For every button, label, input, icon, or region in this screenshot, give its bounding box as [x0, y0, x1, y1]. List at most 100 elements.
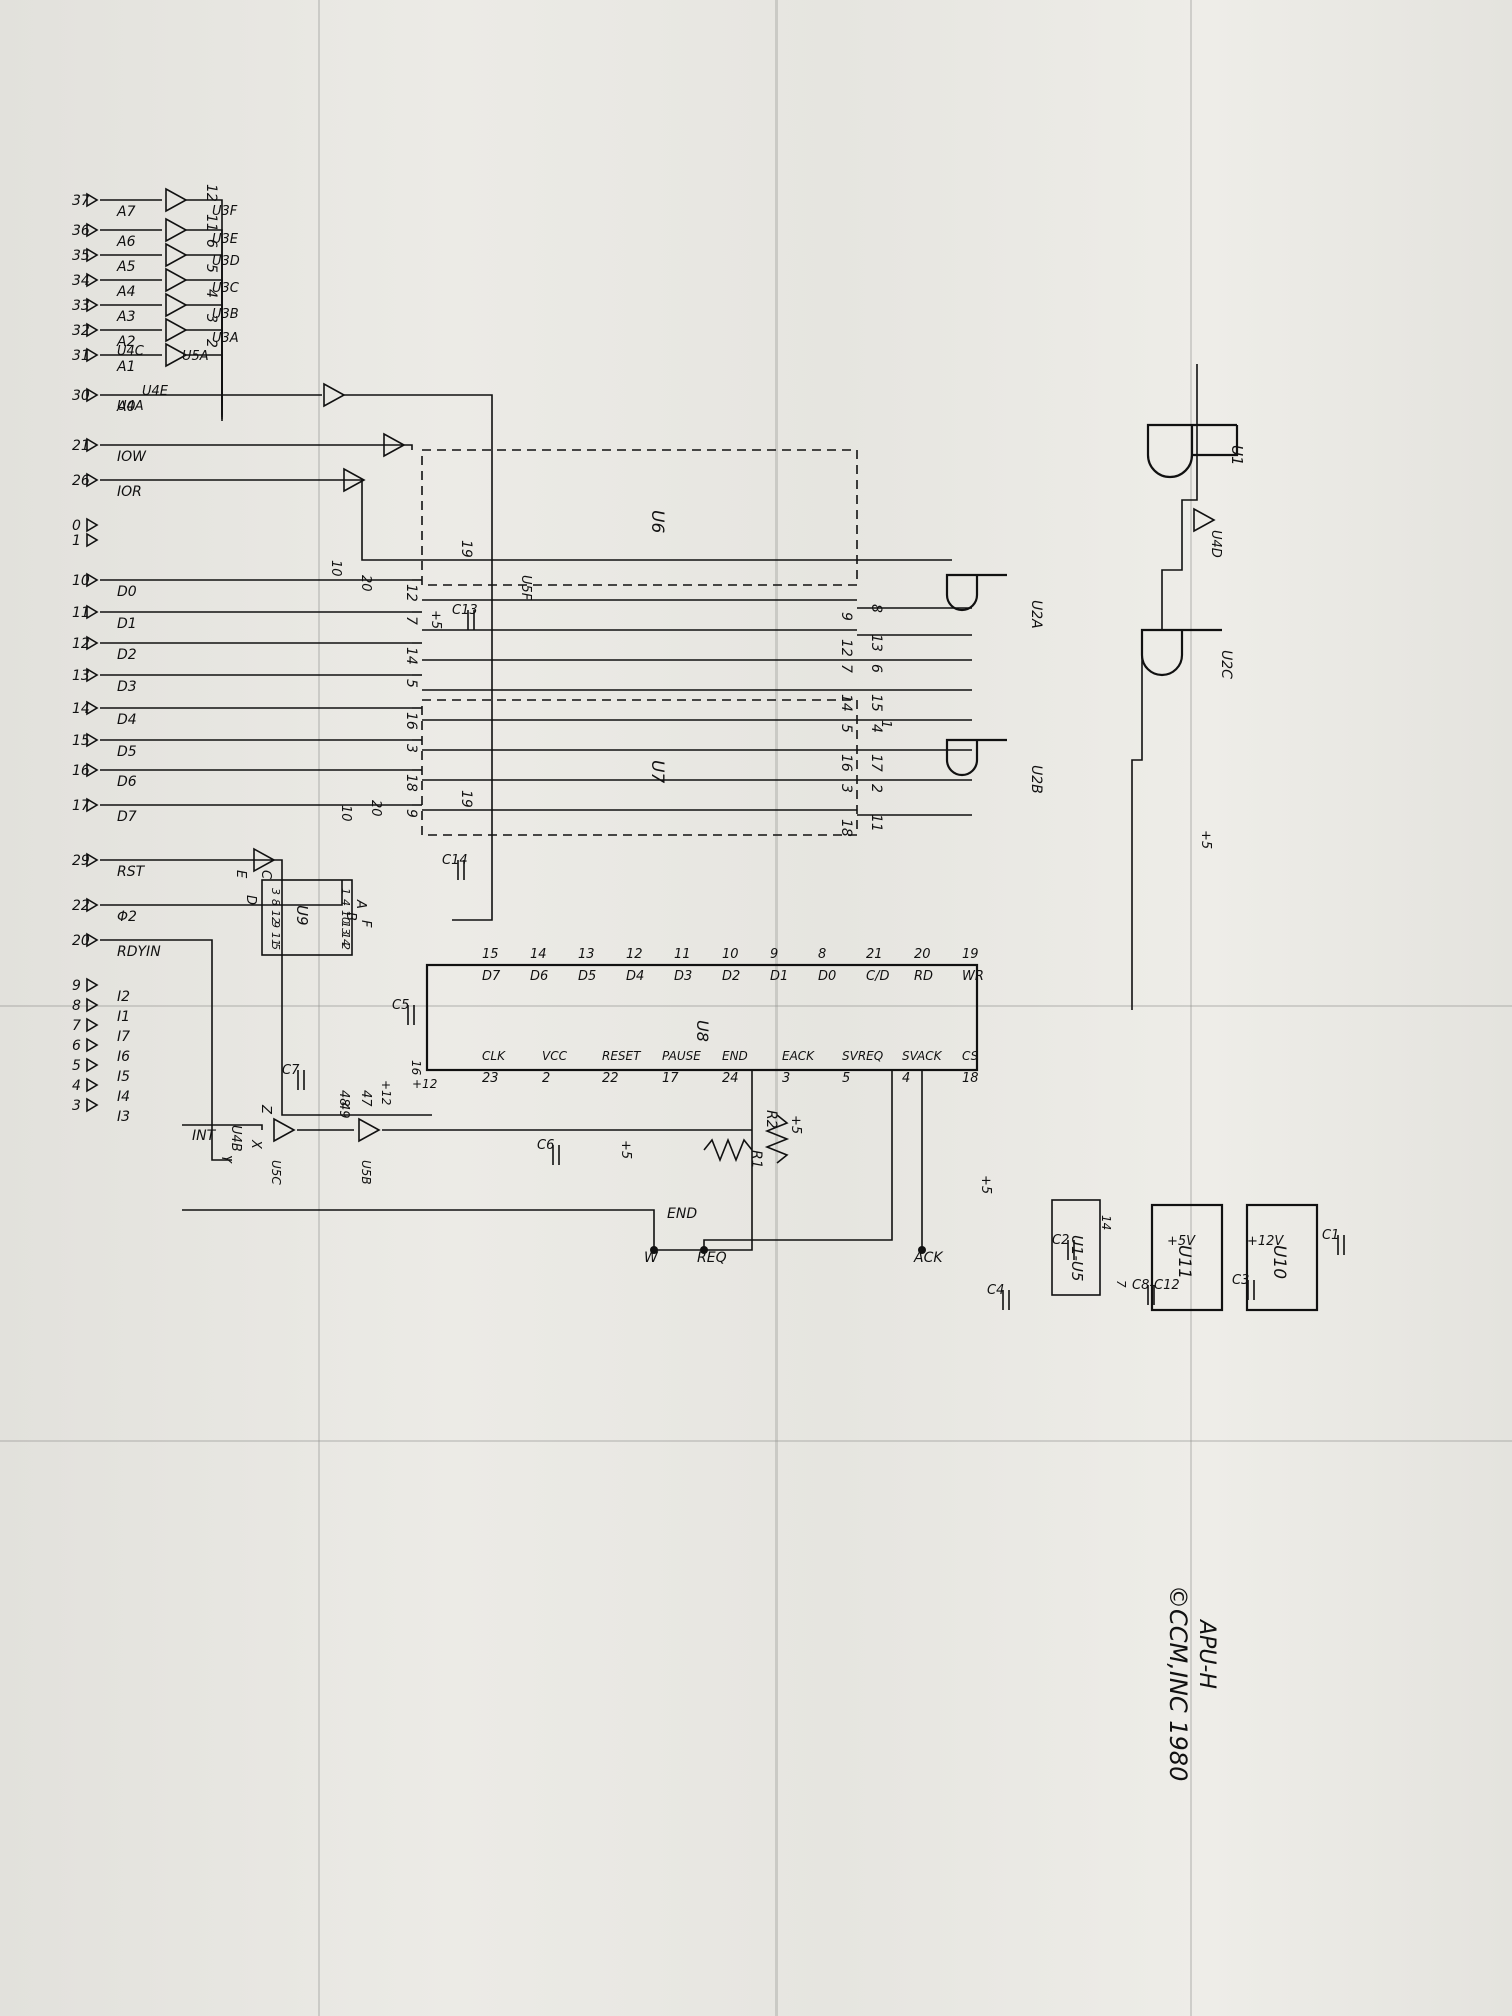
edge-pin-signal: A7	[116, 204, 136, 220]
edge-pin-marker	[86, 977, 99, 993]
w-label: W	[644, 1250, 659, 1266]
edge-connector-pins	[86, 192, 99, 1113]
edge-pin-number: 5	[72, 1058, 81, 1074]
u7-pin-number: 12	[838, 639, 854, 657]
edge-pin-marker	[86, 347, 99, 363]
capacitor-label: C3	[1232, 1273, 1249, 1288]
edge-pin-marker	[86, 732, 99, 748]
u8-pin-signal: VCC	[542, 1049, 568, 1063]
edge-pin-number: 15	[72, 733, 90, 749]
u4a-buffer	[343, 467, 366, 493]
u7-pin10: 10	[338, 805, 353, 822]
edge-pin-marker	[86, 472, 99, 488]
edge-pin-marker	[86, 997, 99, 1013]
u8-pin-signal: D3	[674, 969, 692, 984]
address-buffer	[165, 187, 188, 213]
u5f-label: U5F	[518, 575, 533, 601]
address-buffer	[165, 317, 188, 343]
pwr-12: +12	[379, 1080, 393, 1105]
w-wire	[182, 1209, 655, 1250]
u8-pin16: 16	[409, 1060, 423, 1076]
u1-input-number: 2	[203, 339, 219, 348]
edge-pin-number: 29	[72, 853, 90, 869]
u8-pin-number: 23	[482, 1071, 499, 1086]
u6-pin-number: 15	[868, 694, 884, 712]
u7-package	[421, 699, 858, 836]
u9-pin-number: 1	[339, 888, 352, 895]
edge-pin-number: 1	[72, 533, 81, 549]
u1-input-number: 3	[203, 314, 219, 323]
edge-pin-number: 4	[72, 1078, 81, 1094]
u1-gate	[1146, 423, 1239, 479]
u8-pin-number: 5	[842, 1071, 850, 1086]
buffer-label: U3E	[212, 232, 239, 247]
edge-pin-signal: A6	[116, 234, 136, 250]
edge-pin-number: 10	[72, 573, 90, 589]
fold-crease	[0, 1005, 1512, 1007]
edge-pin-number: 26	[72, 473, 90, 489]
address-buffer	[165, 342, 188, 368]
u9-pin-number: 13	[339, 921, 352, 935]
edge-pin-signal: I4	[117, 1089, 130, 1105]
end-dot	[650, 1246, 658, 1254]
u6-pin-number: 17	[868, 754, 884, 772]
u9-pin-number: 3	[269, 888, 282, 895]
edge-pin-number: 32	[72, 323, 90, 339]
edge-pin-number: 34	[72, 273, 90, 289]
u9-pin-number: 9	[269, 921, 282, 928]
pwr-5: +5	[618, 1140, 633, 1159]
u8-pin-signal: WR	[962, 969, 984, 984]
edge-pin-signal: I6	[117, 1049, 130, 1065]
edge-pin-marker	[86, 192, 99, 208]
edge-pin-marker	[86, 897, 99, 913]
edge-pin-marker	[86, 532, 99, 548]
u8-pin-signal: C/D	[866, 969, 889, 984]
u2c-gate	[1140, 628, 1222, 677]
edge-pin-number: 37	[72, 193, 90, 209]
edge-pin-number: 7	[72, 1018, 81, 1034]
edge-pin-signal: D2	[117, 647, 137, 663]
u1-out	[1161, 364, 1198, 630]
edge-pin-signal: A4	[116, 284, 135, 300]
capacitor-symbol	[1067, 1240, 1075, 1260]
pwr-5v: +5V	[1167, 1234, 1196, 1249]
edge-pin-marker	[86, 1037, 99, 1053]
u8-pin-number: 10	[722, 947, 739, 962]
z-label: Z	[258, 1104, 273, 1115]
u8-pin-signal: CS	[962, 1049, 979, 1063]
u7-pin-number: 9	[838, 612, 854, 621]
edge-pin-number: 16	[72, 763, 90, 779]
u4b-label: U4B	[228, 1125, 243, 1152]
u9-pin-number: 11	[269, 932, 282, 946]
edge-pin-signal: I2	[117, 989, 130, 1005]
address-buffer	[165, 267, 188, 293]
edge-pin-signal: A1	[116, 359, 135, 375]
capacitor-label: C2	[1052, 1233, 1069, 1248]
edge-pin-signal: D3	[117, 679, 137, 695]
u6-pin-number: 9	[403, 809, 419, 818]
u9-pin-number: 12	[269, 910, 282, 924]
u8-pin-number: 8	[818, 947, 826, 962]
buffer-label: U3C	[212, 281, 240, 296]
edge-pin-number: 12	[72, 636, 90, 652]
u8-pin-signal: D2	[722, 969, 740, 984]
u6-pin-number: 12	[403, 584, 419, 602]
u8-pin-number: 2	[542, 1071, 550, 1086]
u8-pin-signal: D4	[626, 969, 644, 984]
u8-pin-number: 19	[962, 947, 979, 962]
edge-pin-signal: I5	[117, 1069, 130, 1085]
buffer-label: U4A	[117, 399, 144, 414]
u8-vcc-label: +12	[412, 1077, 437, 1091]
u9-letter: E	[233, 870, 248, 879]
end-wire	[654, 1070, 753, 1251]
u6-pin20: 20	[358, 575, 373, 592]
u8-pin-number: 9	[770, 947, 778, 962]
u8-pin-signal: D7	[482, 969, 501, 984]
edge-pin-number: 33	[72, 298, 90, 314]
u8-pin-signal: SVACK	[902, 1049, 943, 1063]
u9-label: U9	[293, 905, 311, 926]
edge-pin-signal: IOW	[117, 449, 147, 465]
edge-pin-signal: IOR	[117, 484, 142, 500]
pwr-5: +5	[1198, 830, 1213, 849]
u8-pin-number: 21	[866, 947, 883, 962]
